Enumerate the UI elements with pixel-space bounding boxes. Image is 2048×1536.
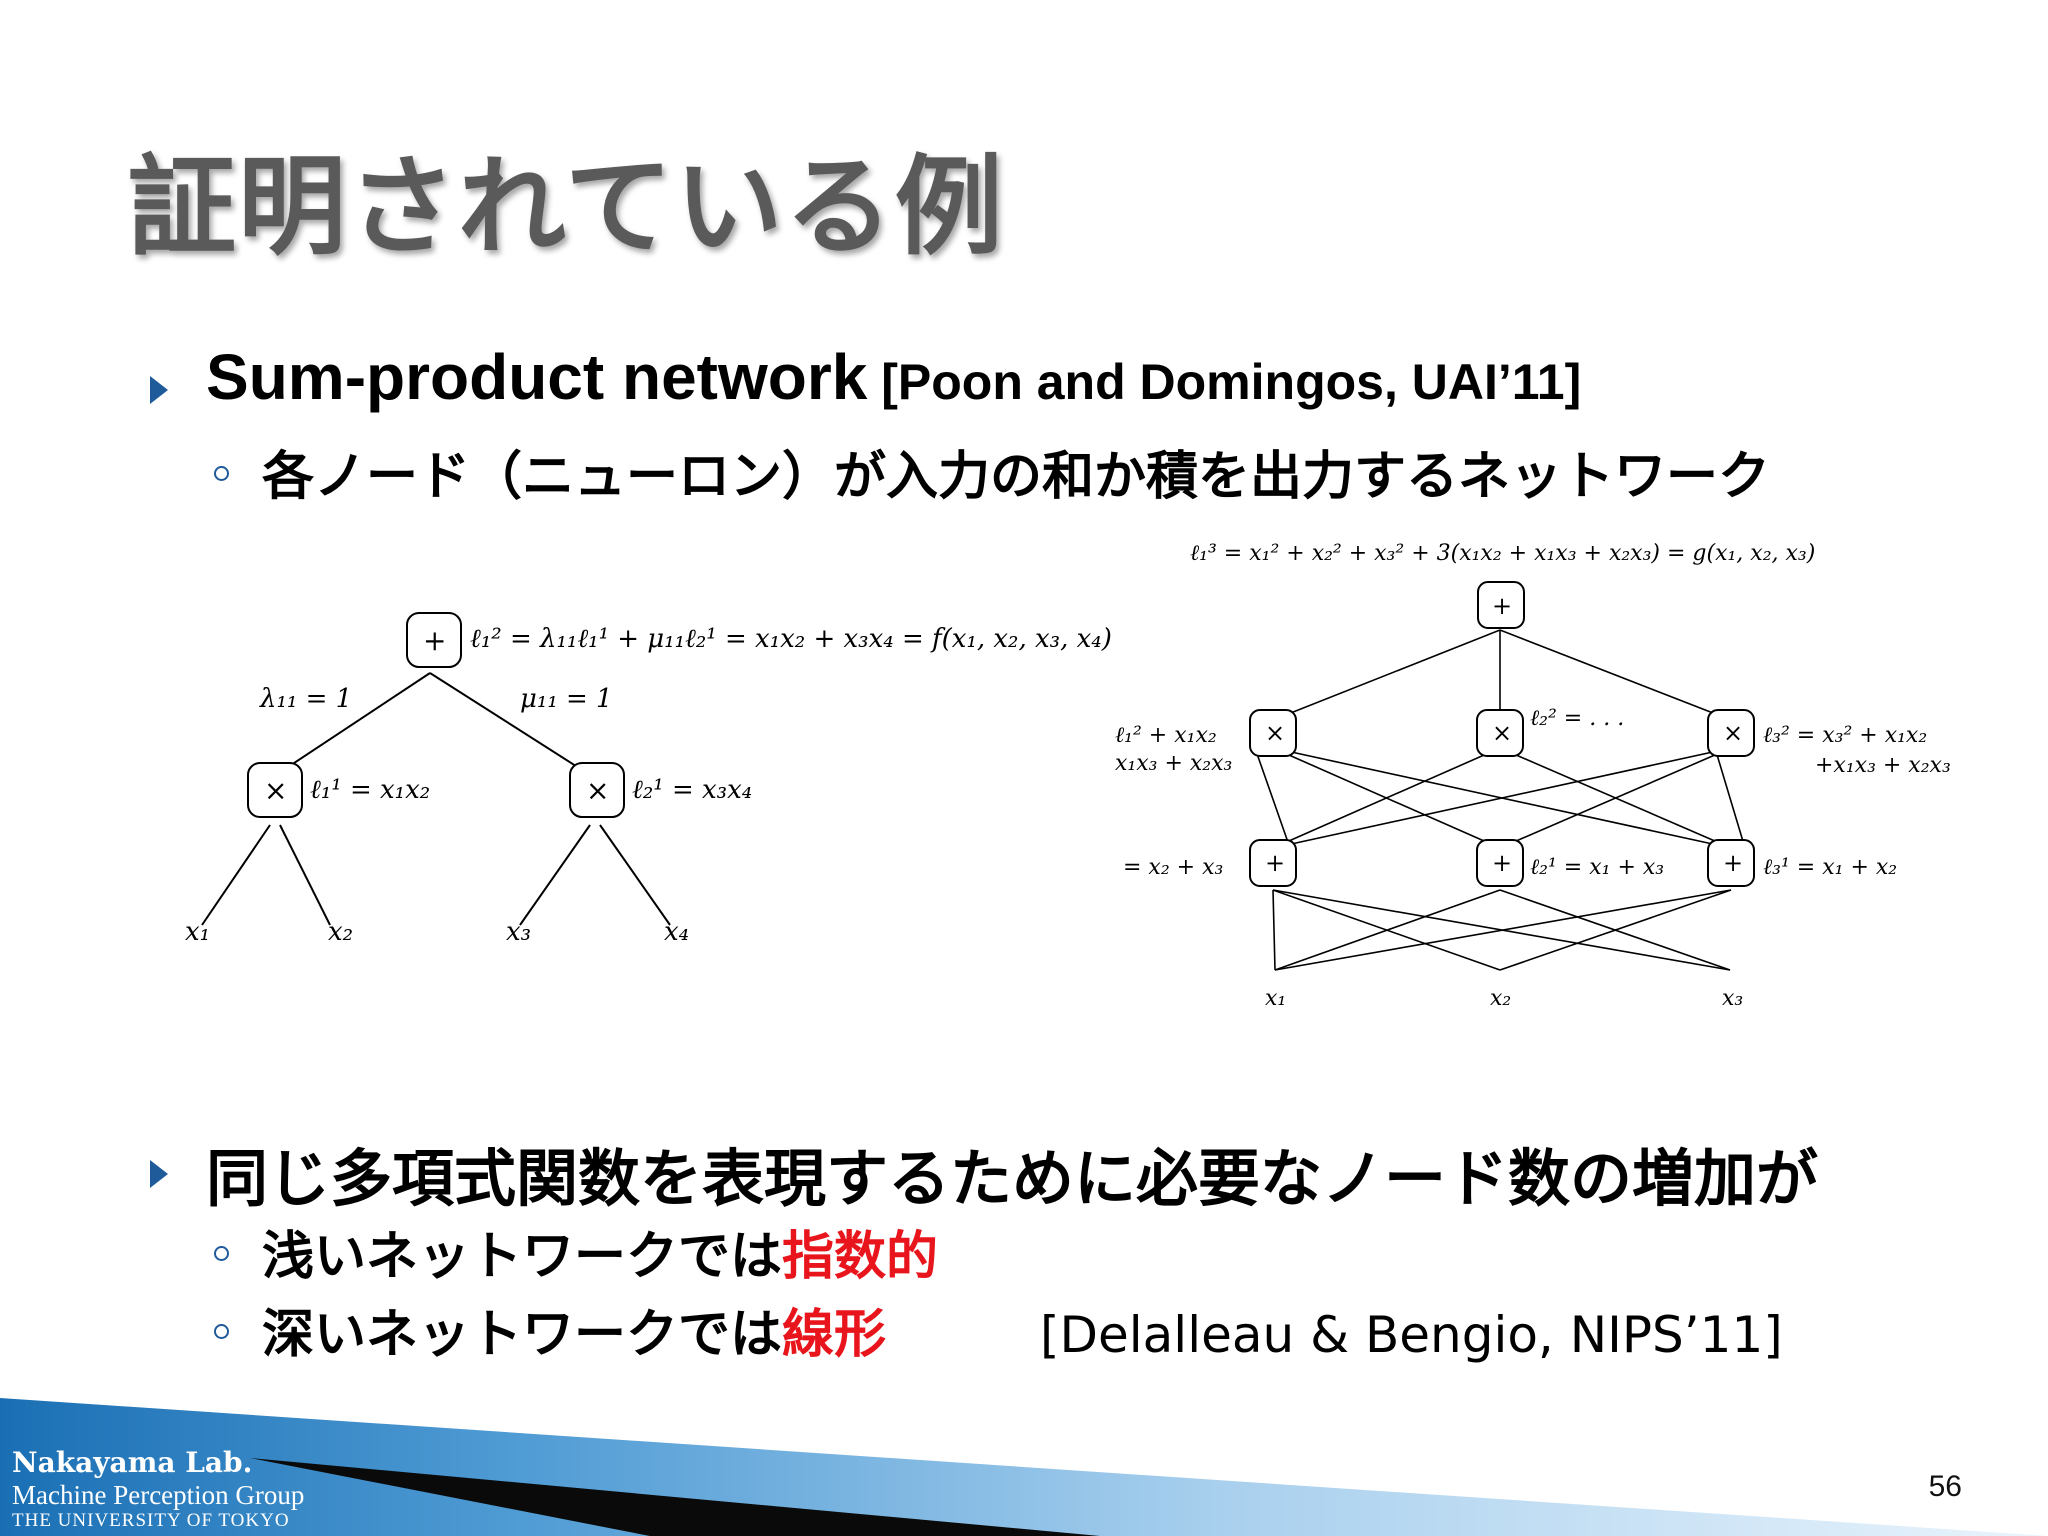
bullet-2-citation: [Delalleau & Bengio, NIPS’11] — [1040, 1306, 1783, 1364]
left-mid-left-node-symbol: × — [264, 774, 287, 807]
right-top-node-symbol: + — [1492, 592, 1512, 620]
right-top-equation: ℓ₁³ = x₁² + x₂² + x₃² + 3(x₁x₂ + x₁x₃ + … — [1190, 541, 1815, 566]
left-input-x3: x₃ — [506, 917, 531, 947]
bullet-triangle-icon — [150, 1160, 168, 1188]
sub-2-highlight: 線形 — [782, 1305, 887, 1365]
left-input-x2: x₂ — [328, 917, 353, 947]
slide-title: 証明されている例 — [128, 145, 1005, 270]
sub-2-prefix: 深いネットワークでは — [262, 1305, 783, 1365]
right-l1-node-3-symbol: + — [1723, 849, 1743, 877]
right-layer2-node-1 — [1249, 709, 1297, 757]
right-l1-node-2-symbol: + — [1492, 849, 1512, 877]
right-l2-left-eq-b: x₁x₃ + x₂x₃ — [1115, 751, 1232, 776]
right-top-sum-node — [1477, 581, 1525, 629]
left-top-equation: ℓ₁² = λ₁₁ℓ₁¹ + μ₁₁ℓ₂¹ = x₁x₂ + x₃x₄ = f(… — [470, 624, 1112, 654]
sub-bullet-circle-icon — [214, 1324, 229, 1339]
left-mid-right-node-symbol: × — [586, 774, 609, 807]
sub-bullet-circle-icon — [214, 1246, 229, 1261]
right-l2-right-eq-a: ℓ₃² = x₃² + x₁x₂ — [1763, 723, 1927, 748]
left-mid-left-equation: ℓ₁¹ = x₁x₂ — [310, 775, 430, 805]
footer-band — [0, 1398, 2048, 1536]
right-l2-right-eq-b: +x₁x₃ + x₂x₃ — [1815, 753, 1951, 778]
left-mid-right-equation: ℓ₂¹ = x₃x₄ — [632, 775, 752, 805]
left-top-node-symbol: + — [423, 624, 446, 657]
right-spn-diagram: + × × × + + + ℓ₁³ = x₁² + x₂² + x₃² + 3(… — [1115, 541, 1951, 1011]
right-input-x2: x₂ — [1490, 986, 1511, 1011]
bullet-1: Sum-product network [Poon and Domingos, … — [206, 340, 1581, 414]
bullet-1-citation: [Poon and Domingos, UAI’11] — [867, 354, 1582, 410]
left-product-node-1 — [247, 762, 303, 818]
right-input-x3: x₃ — [1722, 986, 1743, 1011]
bullet-2-main: 同じ多項式関数を表現するために必要なノード数の増加が — [206, 1142, 1819, 1215]
left-input-x1: x₁ — [185, 917, 210, 947]
right-l2-mid-eq: ℓ₂² = . . . — [1530, 706, 1624, 731]
right-layer1-node-1 — [1249, 839, 1297, 887]
right-l2-left-eq-a: ℓ₁² + x₁x₂ — [1115, 723, 1217, 748]
bullet-2-sub-2: 深いネットワークでは線形 — [262, 1292, 886, 1367]
page-number: 56 — [1928, 1470, 1962, 1503]
left-lambda-label: λ₁₁ = 1 — [259, 684, 352, 714]
right-layer2-node-2 — [1476, 709, 1524, 757]
right-layer2-node-3 — [1707, 709, 1755, 757]
right-layer1-node-3 — [1707, 839, 1755, 887]
left-top-sum-node — [406, 612, 462, 668]
sub-bullet-circle-icon — [214, 466, 229, 481]
right-l1-node-1-symbol: + — [1265, 849, 1285, 877]
sub-1-highlight: 指数的 — [782, 1227, 939, 1287]
right-l2-node-1-symbol: × — [1265, 719, 1285, 747]
right-l1-right-eq: ℓ₃¹ = x₁ + x₂ — [1763, 855, 1897, 880]
bullet-1-main: Sum-product network — [206, 341, 868, 413]
lab-university: THE UNIVERSITY OF TOKYO — [12, 1510, 290, 1531]
right-l2-node-2-symbol: × — [1492, 719, 1512, 747]
right-input-x1: x₁ — [1265, 986, 1286, 1011]
right-l1-mid-eq: ℓ₂¹ = x₁ + x₃ — [1530, 855, 1664, 880]
right-l1-left-eq: = x₂ + x₃ — [1123, 855, 1223, 880]
right-l2-node-3-symbol: × — [1723, 719, 1743, 747]
right-layer1-node-2 — [1476, 839, 1524, 887]
left-mu-label: μ₁₁ = 1 — [520, 684, 613, 714]
lab-group: Machine Perception Group — [12, 1480, 305, 1510]
sub-1-prefix: 浅いネットワークでは — [262, 1227, 783, 1287]
bullet-1-sub: 各ノード（ニューロン）が入力の和か積を出力するネットワーク — [262, 447, 1771, 507]
lab-name: Nakayama Lab. — [12, 1446, 253, 1479]
left-spn-diagram: + × × ℓ₁² = λ₁₁ℓ₁¹ + μ₁₁ℓ₂¹ = x₁x₂ + x₃x… — [185, 612, 1112, 947]
bullet-triangle-icon — [150, 376, 168, 404]
left-input-x4: x₄ — [664, 917, 689, 947]
bullet-2-sub-1: 浅いネットワークでは指数的 — [262, 1214, 938, 1289]
left-product-node-2 — [569, 762, 625, 818]
